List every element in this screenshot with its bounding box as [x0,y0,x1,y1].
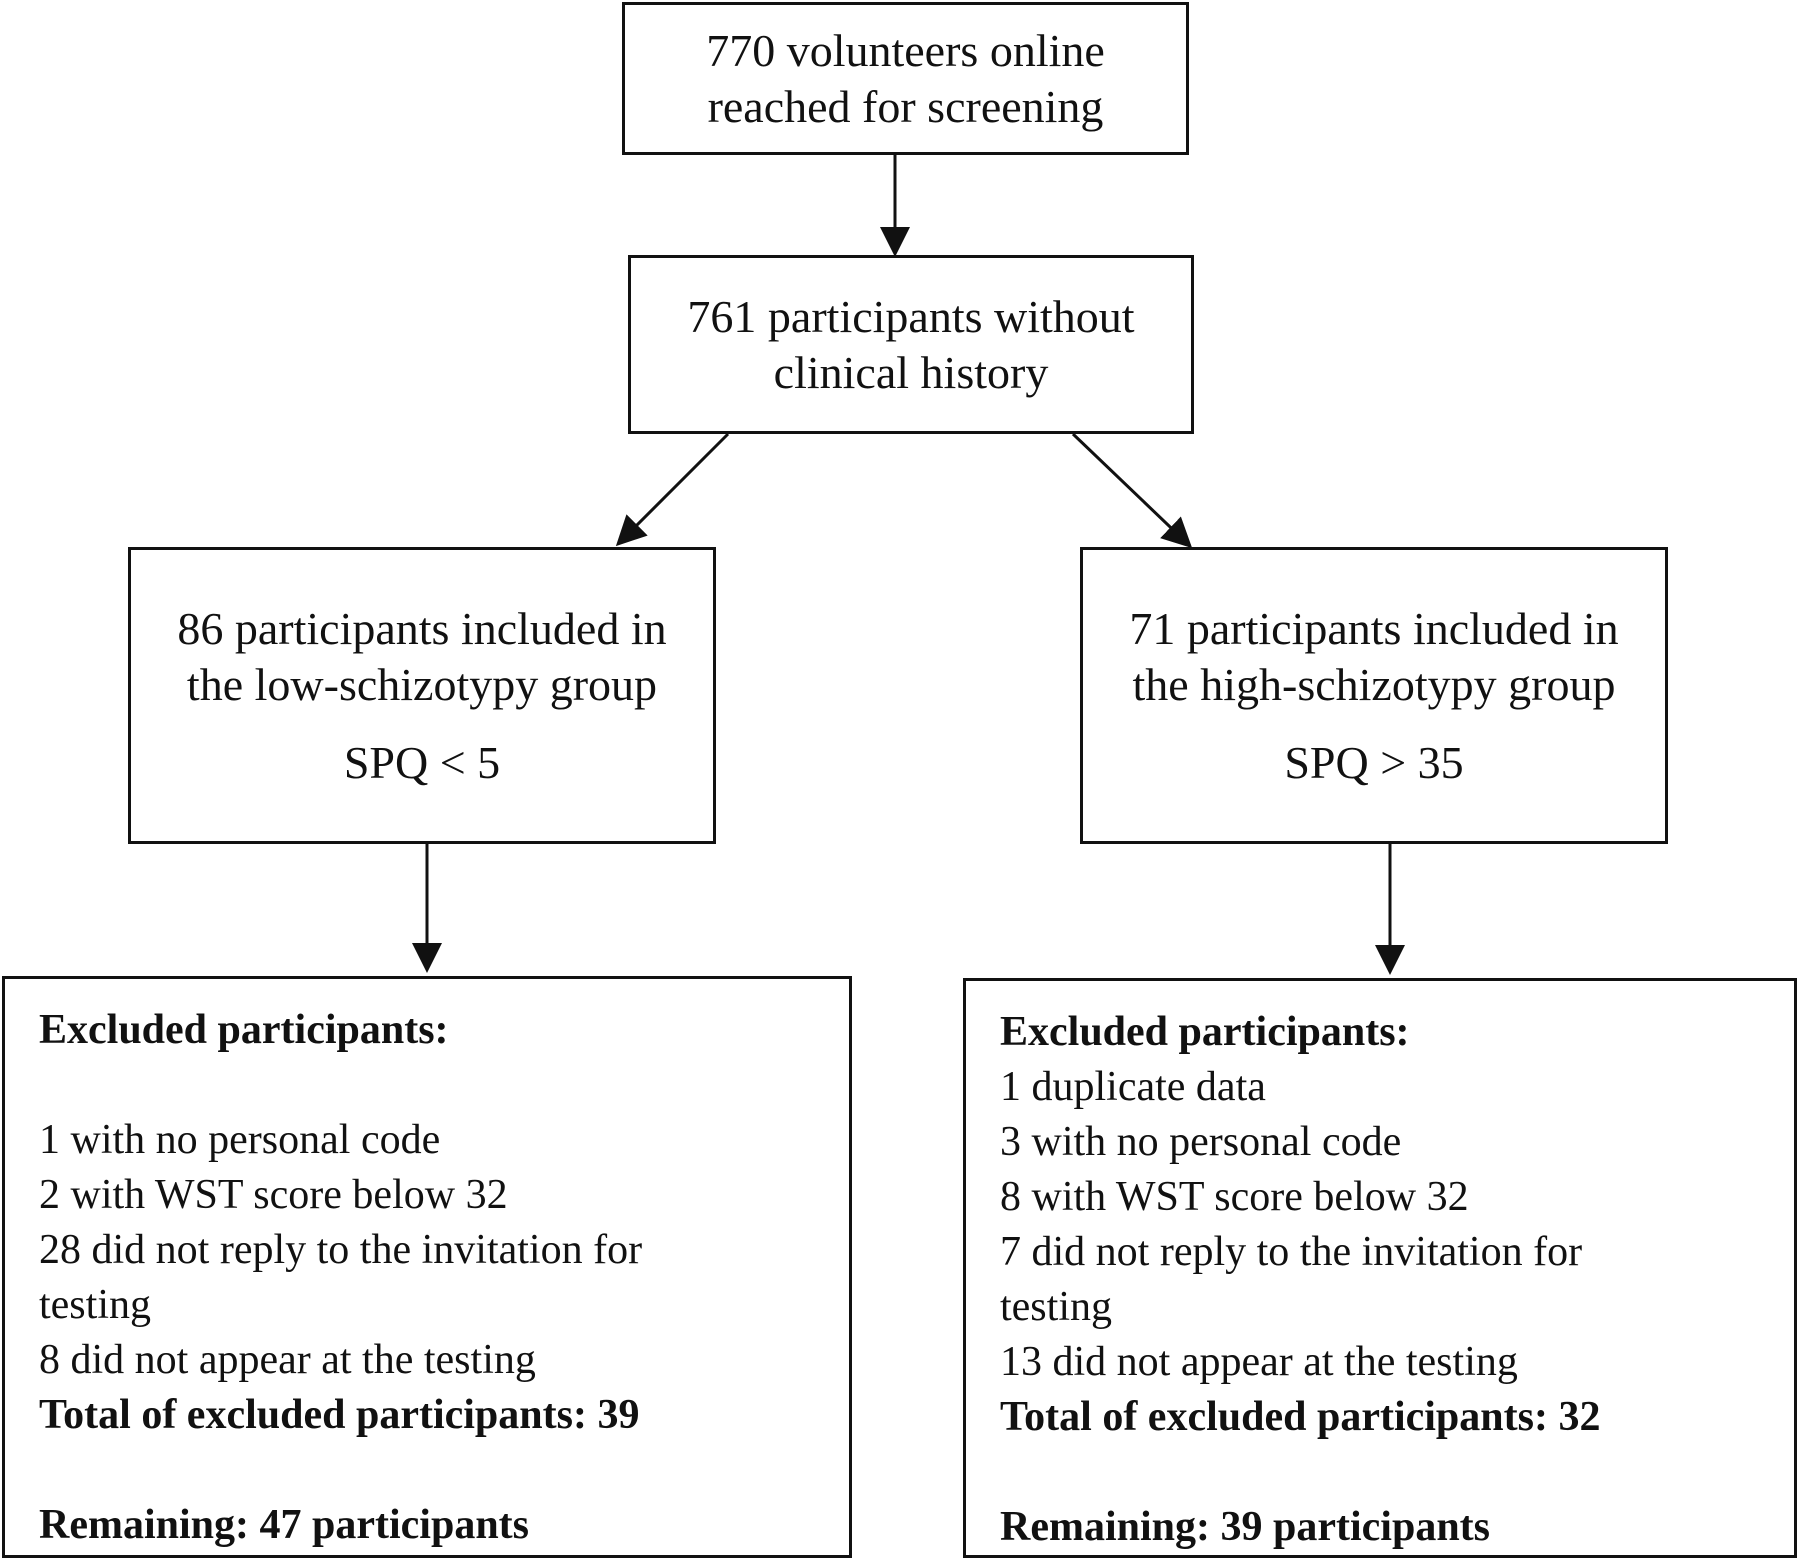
high-excluded-item: 7 did not reply to the invitation for [1000,1229,1583,1275]
low-excluded-heading: Excluded participants: [39,1007,449,1053]
node-high-group-line-2: the high-schizotypy group [1132,658,1616,710]
low-excluded-item: 28 did not reply to the invitation for [39,1227,643,1273]
low-excluded-total: Total of excluded participants: 39 [39,1392,640,1438]
low-excluded-remaining: Remaining: 47 participants [39,1502,530,1548]
high-excluded-item: 1 duplicate data [1000,1064,1266,1110]
high-excluded-item: testing [1000,1284,1112,1330]
node-high-group-criterion: SPQ > 35 [1284,736,1464,788]
edge-no-history-to-high-group [1071,432,1193,549]
node-screening: 770 volunteers online reached for screen… [622,2,1189,155]
high-excluded-remaining: Remaining: 39 participants [1000,1504,1491,1550]
node-no-history-line-1: 761 participants without [687,290,1135,342]
high-excluded-item: 3 with no personal code [1000,1119,1402,1165]
node-low-group-line-2: the low-schizotypy group [186,658,658,710]
node-screening-line-2: reached for screening [707,80,1104,132]
low-excluded-item: testing [39,1282,151,1328]
node-low-group: 86 participants included in the low-schi… [128,547,716,844]
edge-no-history-to-low-group [615,432,730,547]
node-screening-line-1: 770 volunteers online [706,24,1105,76]
node-low-excluded: Excluded participants: 1 with no persona… [2,976,852,1558]
high-excluded-total: Total of excluded participants: 32 [1000,1394,1601,1440]
high-excluded-heading: Excluded participants: [1000,1009,1410,1055]
low-excluded-item: 8 did not appear at the testing [39,1337,536,1383]
node-high-excluded: Excluded participants: 1 duplicate data … [963,978,1797,1558]
high-excluded-item: 8 with WST score below 32 [1000,1174,1469,1220]
high-excluded-item: 13 did not appear at the testing [1000,1339,1518,1385]
node-high-group: 71 participants included in the high-sch… [1080,547,1668,844]
low-excluded-item: 1 with no personal code [39,1117,441,1163]
node-low-group-line-1: 86 participants included in [177,602,667,654]
node-no-history-line-2: clinical history [773,346,1049,398]
node-low-group-criterion: SPQ < 5 [343,736,501,788]
node-no-history: 761 participants without clinical histor… [628,255,1194,434]
low-excluded-item: 2 with WST score below 32 [39,1172,508,1218]
node-high-group-line-1: 71 participants included in [1129,602,1619,654]
